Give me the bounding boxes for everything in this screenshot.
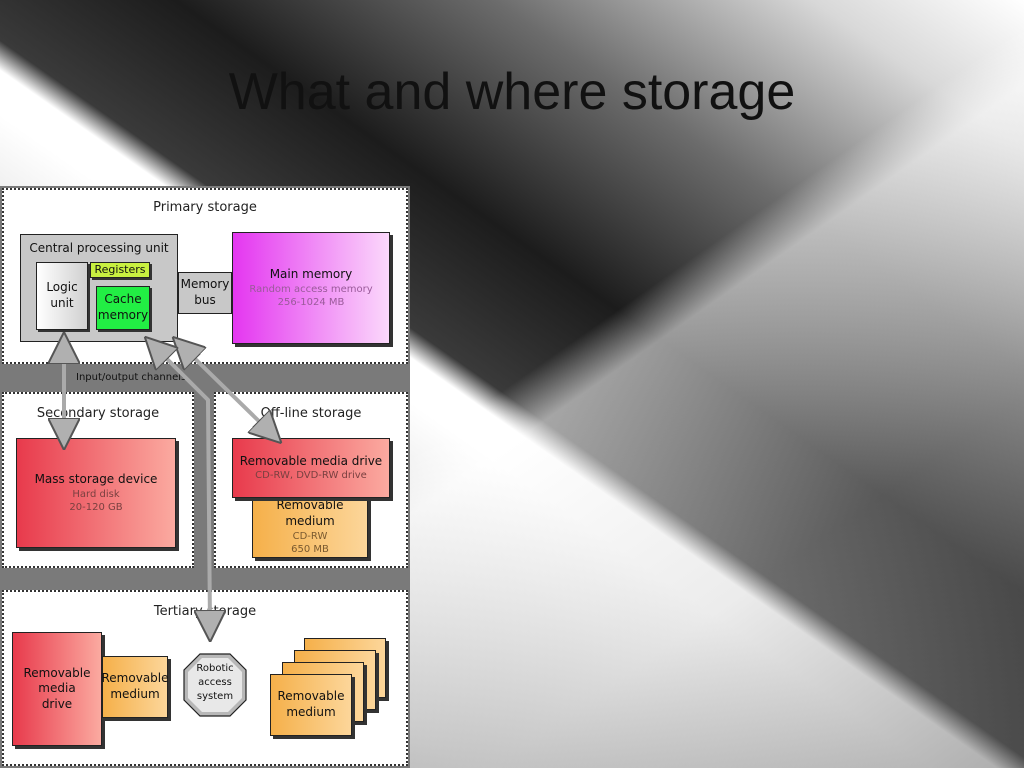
tertiary-drive-label-3: drive [41,696,73,711]
offline-drive-type: CD-RW, DVD-RW drive [255,470,367,482]
memory-bus-box: Memory bus [178,272,232,314]
stack-medium-label-2: medium [286,705,336,719]
slide-title: What and where storage [228,63,796,121]
memory-bus-label-1: Memory [180,277,230,292]
robotic-access-octagon [183,653,247,717]
offline-storage-title: Off-line storage [260,406,362,421]
media-stack-front: Removable medium [270,674,352,736]
logic-unit-label-1: Logic [46,280,78,295]
main-memory-box: Main memory Random access memory 256-102… [232,232,390,344]
cpu-label: Central processing unit [29,241,169,255]
memory-bus-label-2: bus [194,293,216,307]
cache-label-1: Cache [104,292,142,307]
offline-medium-size: 650 MB [291,543,329,555]
offline-removable-drive-box: Removable media drive CD-RW, DVD-RW driv… [232,438,390,498]
main-memory-label: Main memory [269,267,353,282]
offline-removable-medium-box: Removable medium CD-RW 650 MB [252,496,368,558]
robotic-access-label: Robotic access system [184,662,246,704]
logic-unit-box: Logic unit [36,262,88,330]
stack-medium-label-1: Removable [277,689,345,704]
registers-label: Registers [94,262,146,276]
robotic-label-3: system [196,691,234,702]
tertiary-drive-label-2: media [38,681,76,696]
arrow-primary-tertiary [156,348,210,626]
primary-storage-panel: Primary storage Central processing unit … [2,188,408,364]
cache-memory-box: Cache memory [96,286,150,330]
tertiary-removable-drive-box: Removable media drive [12,632,102,746]
io-channels-label: Input/output channels [76,372,187,383]
tertiary-medium-label-2: medium [110,687,160,701]
storage-diagram: Primary storage Central processing unit … [0,186,410,768]
registers-box: Registers [90,262,150,278]
main-memory-type: Random access memory [249,283,373,295]
cache-label-2: memory [97,308,149,322]
robotic-label-2: access [198,677,232,688]
tertiary-medium-label-1: Removable [101,671,169,686]
offline-storage-panel: Off-line storage Removable medium CD-RW … [214,392,408,568]
io-connectors [0,186,410,768]
offline-drive-label: Removable media drive [239,453,383,468]
mass-storage-size: 20-120 GB [69,501,123,513]
robotic-label-1: Robotic [196,663,234,674]
offline-medium-type: CD-RW [292,530,328,542]
tertiary-drive-label-1: Removable [23,665,91,680]
main-memory-size: 256-1024 MB [277,296,345,308]
logic-unit-label-2: unit [50,296,74,310]
primary-storage-title: Primary storage [153,200,257,215]
tertiary-removable-medium-box: Removable medium [101,656,169,718]
mass-storage-type: Hard disk [72,488,120,500]
offline-medium-label: Removable medium [276,498,344,528]
mass-storage-label: Mass storage device [34,472,158,487]
